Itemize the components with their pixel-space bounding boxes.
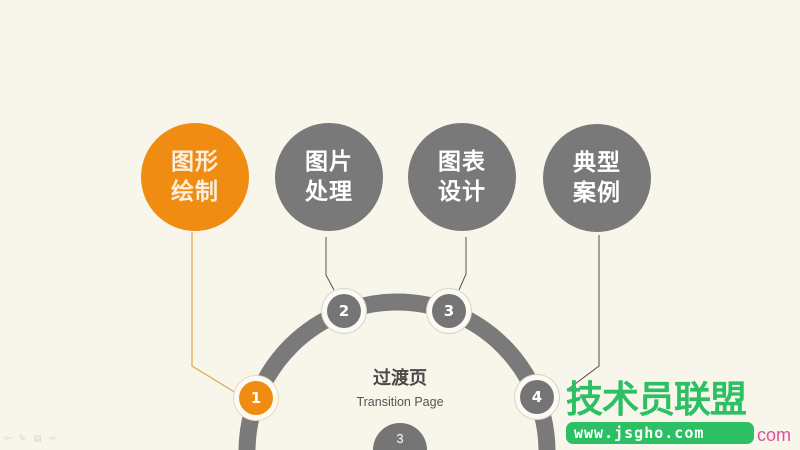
topic-label-line2: 设计 — [438, 179, 486, 205]
center-title: 过渡页 — [373, 368, 427, 389]
node-1[interactable]: 1 — [234, 376, 278, 420]
topic-label-line2: 处理 — [305, 179, 353, 205]
topic-chart-design[interactable]: 图表 设计 — [408, 123, 516, 231]
node-number: 2 — [327, 294, 361, 328]
progress-arc — [238, 293, 556, 450]
topic-graphic-drawing[interactable]: 图形 绘制 — [141, 123, 249, 231]
watermark-suffix: com — [757, 425, 792, 445]
connector-line-1 — [191, 232, 237, 394]
node-number: 1 — [239, 381, 273, 415]
topic-label-line1: 图表 — [438, 149, 486, 175]
topic-typical-cases[interactable]: 典型 案例 — [543, 124, 651, 232]
topic-label-line2: 案例 — [573, 180, 621, 206]
topic-label-line1: 图片 — [305, 149, 353, 175]
connector-line-4 — [566, 235, 600, 391]
watermark-url: www.jsgho.com — [566, 422, 754, 444]
center-subtitle: Transition Page — [356, 395, 444, 409]
topic-label-line1: 典型 — [573, 150, 621, 176]
slide-menu-icon[interactable]: ▤ — [33, 434, 42, 444]
forward-arrow-icon[interactable]: ⇨ — [48, 434, 57, 444]
connector-line-2 — [325, 237, 335, 291]
node-3[interactable]: 3 — [427, 289, 471, 333]
node-number: 4 — [520, 380, 554, 414]
topic-image-processing[interactable]: 图片 处理 — [275, 123, 383, 231]
watermark: 技术员联盟 www.jsgho.com — [566, 380, 754, 444]
pen-icon[interactable]: ✎ — [18, 434, 27, 444]
node-4[interactable]: 4 — [515, 375, 559, 419]
topic-label-line2: 绘制 — [171, 179, 219, 205]
node-2[interactable]: 2 — [322, 289, 366, 333]
connector-line-3 — [458, 237, 467, 291]
topic-label-line1: 图形 — [171, 149, 219, 175]
node-number: 3 — [432, 294, 466, 328]
slideshow-toolbar: ⇦ ✎ ▤ ⇨ — [4, 434, 56, 444]
back-arrow-icon[interactable]: ⇦ — [4, 434, 12, 444]
watermark-title: 技术员联盟 — [566, 378, 747, 421]
